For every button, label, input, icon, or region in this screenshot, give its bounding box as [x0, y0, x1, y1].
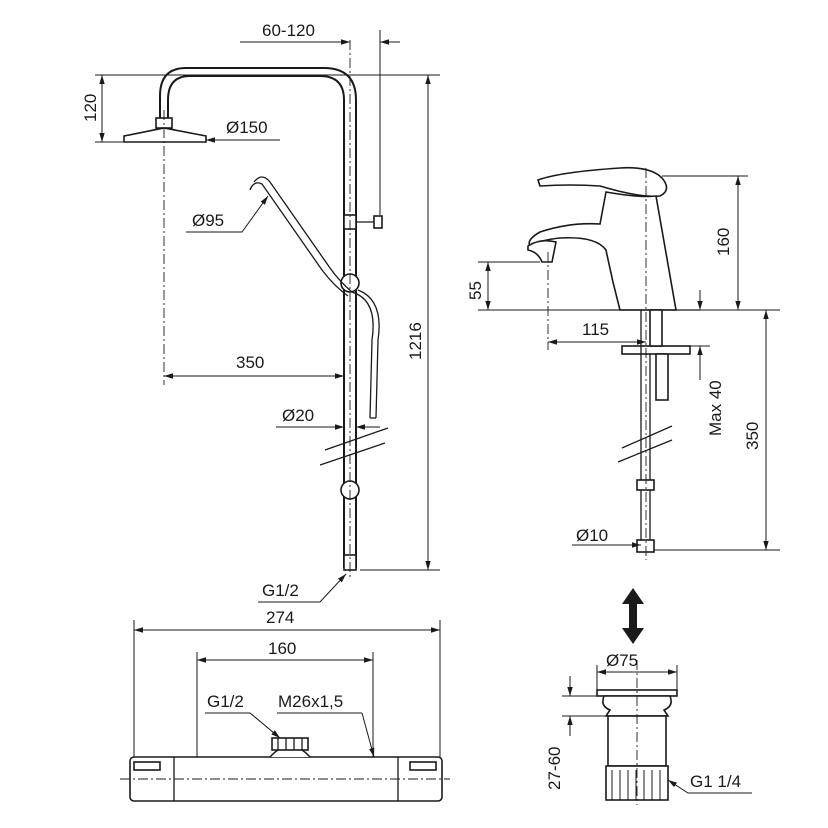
thermostat-mixer — [120, 737, 450, 802]
hose-length-label: 350 — [743, 422, 762, 450]
thermostat-dimensions: 274 160 G1/2 M26x1,5 — [133, 608, 441, 758]
inlet-label: G1/2 — [207, 692, 244, 711]
thread-label: G1 1/4 — [690, 772, 741, 791]
up-down-arrow-icon — [622, 588, 644, 644]
offset-label: 60-120 — [262, 21, 315, 40]
pipe-diameter-label: Ø20 — [282, 406, 314, 425]
head-diameter-label: Ø150 — [226, 118, 268, 137]
waste-dimensions: Ø75 27-60 G1 1/4 — [545, 651, 752, 794]
width-label: 274 — [266, 608, 294, 627]
height-label: 1216 — [406, 322, 425, 360]
centers-label: 160 — [268, 639, 296, 658]
hose-diameter-label: Ø10 — [576, 526, 608, 545]
faucet-height-label: 160 — [714, 228, 733, 256]
basin-faucet — [527, 166, 700, 560]
faucet-dimensions: 160 55 115 Max 40 350 Ø10 — [466, 175, 780, 551]
outlet-label: M26x1,5 — [278, 692, 343, 711]
waste-height-label: 27-60 — [545, 747, 564, 790]
hand-shower-label: Ø95 — [192, 211, 224, 230]
connection-label: G1/2 — [262, 581, 299, 600]
head-height-label: 120 — [81, 94, 100, 122]
shower-head — [123, 127, 207, 143]
waste-diameter-label: Ø75 — [606, 651, 638, 670]
deck-label: Max 40 — [706, 380, 725, 436]
reach-label: 350 — [236, 353, 264, 372]
spout-height-label: 55 — [466, 281, 485, 300]
shower-dimensions: 60-120 120 Ø150 Ø95 350 1216 Ø20 G1/2 — [81, 21, 440, 603]
spout-reach-label: 115 — [582, 320, 609, 339]
pop-up-waste — [596, 588, 678, 805]
